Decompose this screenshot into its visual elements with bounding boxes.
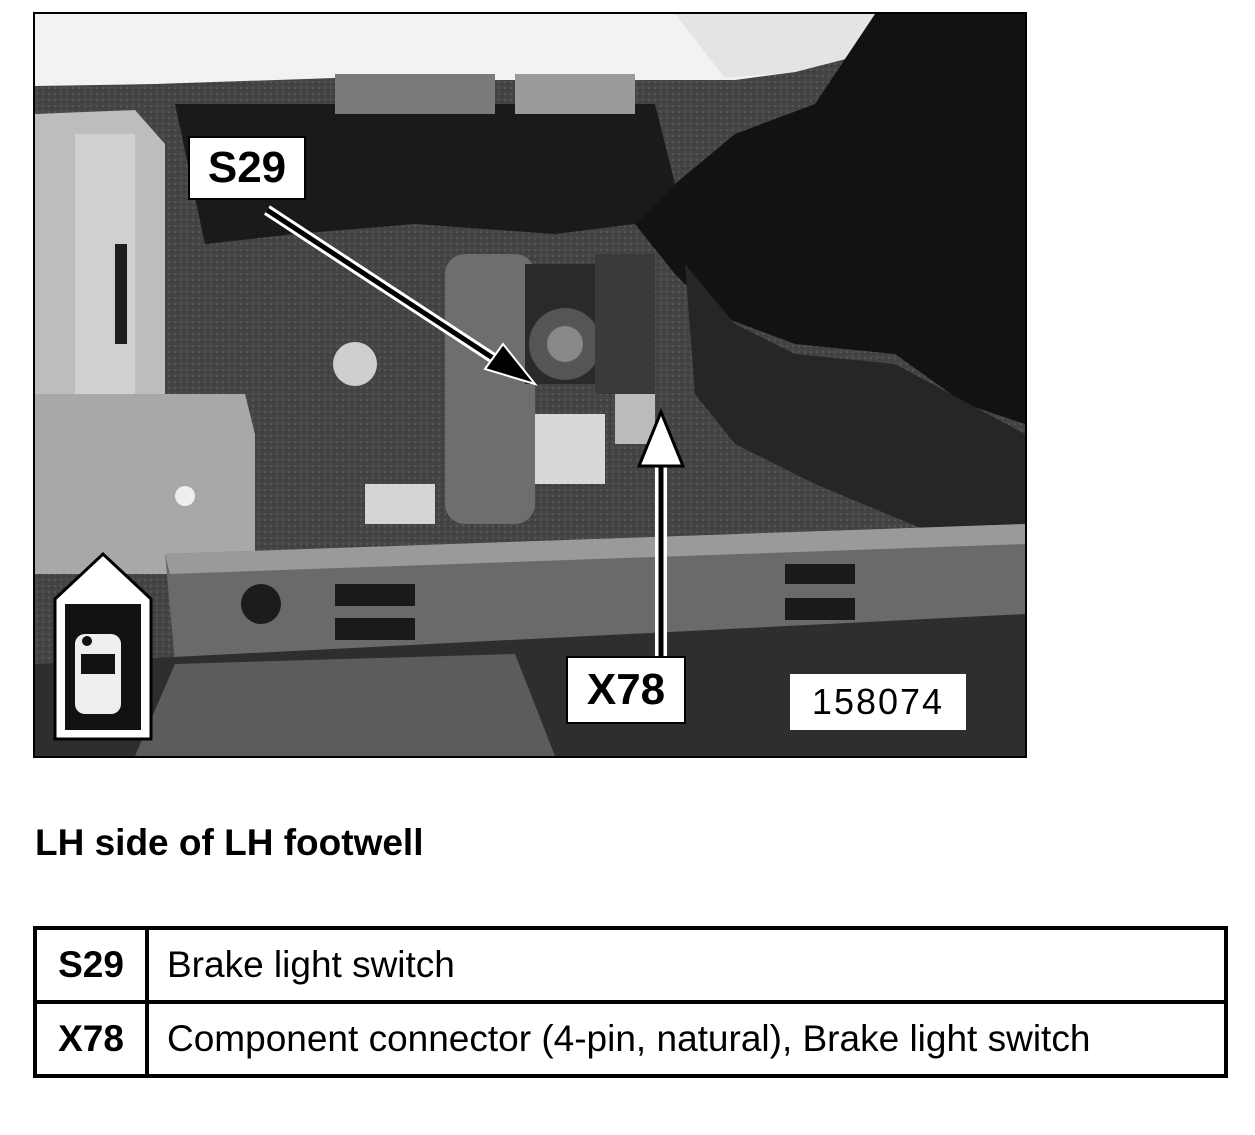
legend-table: S29 Brake light switch X78 Component con…	[33, 926, 1228, 1078]
footwell-photo-drawing	[35, 14, 1025, 756]
image-number: 158074	[790, 674, 966, 730]
legend-description: Brake light switch	[145, 926, 1228, 1004]
callout-x78: X78	[566, 656, 686, 724]
legend-row: S29 Brake light switch	[33, 926, 1228, 1004]
figure-caption: LH side of LH footwell	[35, 822, 424, 863]
car-top-view-icon	[53, 551, 153, 741]
footwell-photo	[33, 12, 1027, 758]
callout-s29: S29	[188, 136, 306, 200]
legend-code: S29	[33, 926, 149, 1004]
legend-description: Component connector (4-pin, natural), Br…	[145, 1000, 1228, 1078]
legend-row: X78 Component connector (4-pin, natural)…	[33, 1000, 1228, 1078]
legend-code: X78	[33, 1000, 149, 1078]
